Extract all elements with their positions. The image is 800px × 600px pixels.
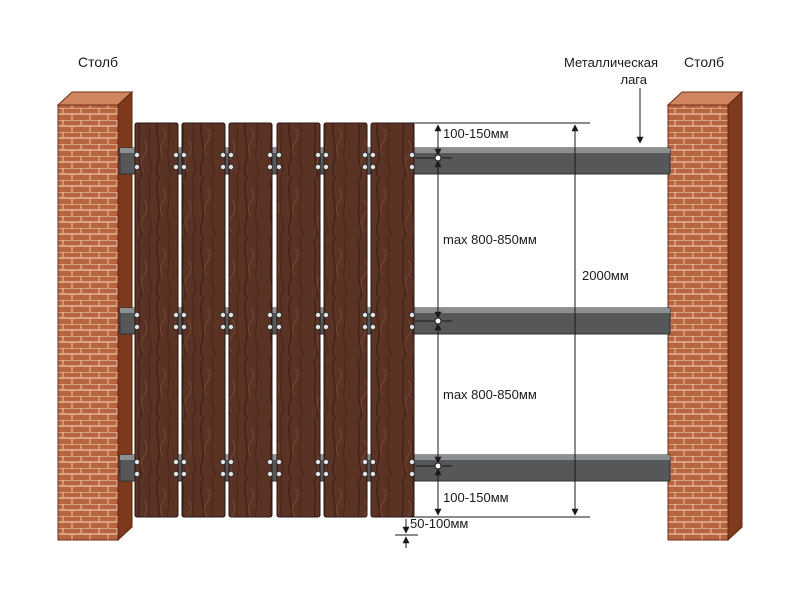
screw [172,458,179,465]
screw [369,458,376,465]
screw [408,323,415,330]
right-post [666,90,744,542]
screw [172,323,179,330]
dim-span-lower: max 800-850мм [443,387,537,402]
screw [266,151,273,158]
board-3 [228,122,273,518]
screw [361,458,368,465]
screw [180,151,187,158]
screw [275,163,282,170]
screw [322,458,329,465]
screw [275,151,282,158]
screw [180,163,187,170]
screw [172,151,179,158]
screw [275,458,282,465]
screw [219,323,226,330]
screw [227,323,234,330]
screw [266,458,273,465]
screws [133,151,415,477]
screw [133,163,140,170]
screw [219,151,226,158]
screw [408,163,415,170]
screw [322,311,329,318]
left-post [56,90,134,542]
screw [322,163,329,170]
screw [369,470,376,477]
screw [227,163,234,170]
screw [227,311,234,318]
screw [219,311,226,318]
dim-top-offset: 100-150мм [443,126,509,141]
screw [275,470,282,477]
board-1 [134,122,179,518]
screw [314,470,321,477]
screw [227,458,234,465]
screw [133,470,140,477]
screw [180,470,187,477]
screw [133,311,140,318]
dim-total-height: 2000мм [582,268,629,283]
screw [219,470,226,477]
dimension-lines [395,88,644,548]
board-5 [323,122,368,518]
rail-label-line1: Металлическая [564,55,658,70]
screw [322,470,329,477]
screw [133,323,140,330]
board-2 [181,122,226,518]
screw [180,458,187,465]
screw [180,311,187,318]
dim-ground-gap: 50-100мм [410,516,468,531]
screw [369,163,376,170]
screw [219,163,226,170]
screw [133,458,140,465]
screw [266,163,273,170]
screw [361,311,368,318]
screw [408,458,415,465]
screw [172,163,179,170]
screw [361,323,368,330]
screw [369,311,376,318]
screw [172,311,179,318]
dim-bottom-offset: 100-150мм [443,490,509,505]
left-post-label: Столб [78,54,118,70]
right-post-label: Столб [684,54,724,70]
screw [266,311,273,318]
screw [369,323,376,330]
screw [180,323,187,330]
screw [408,311,415,318]
screw [227,470,234,477]
screw [408,151,415,158]
screw [408,470,415,477]
screw [275,311,282,318]
screw [314,458,321,465]
screw [219,458,226,465]
screw [314,163,321,170]
screw [266,470,273,477]
screw [133,151,140,158]
screw [172,470,179,477]
screw [314,151,321,158]
screw [314,323,321,330]
screw [322,323,329,330]
screw [227,151,234,158]
screw [266,323,273,330]
dim-span-upper: max 800-850мм [443,232,537,247]
screw [369,151,376,158]
screw [361,163,368,170]
board-6 [370,122,415,518]
wooden-boards [134,122,415,518]
rail-label-line2: лага [620,72,647,87]
screw [314,311,321,318]
screw [322,151,329,158]
screw [275,323,282,330]
screw [361,470,368,477]
board-4 [276,122,321,518]
labels: Столб Столб Металлическая лага 100-150мм… [78,54,724,531]
screw [361,151,368,158]
